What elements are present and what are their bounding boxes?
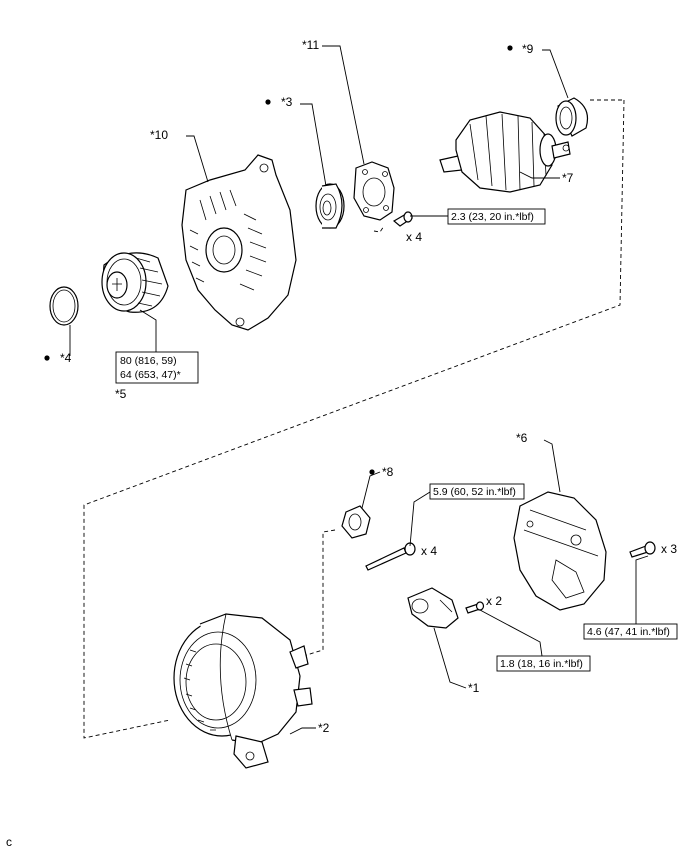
torque-spec-through-bolt: 5.9 (60, 52 in.*lbf)	[429, 483, 525, 500]
svg-text:5.9 (60, 52 in.*lbf): 5.9 (60, 52 in.*lbf)	[433, 486, 516, 498]
regulator-connector-part-1	[407, 587, 459, 629]
stator-frame-part-2	[173, 613, 313, 769]
o-ring-part-4	[49, 286, 79, 326]
svg-text:64 (653, 47)*: 64 (653, 47)*	[120, 369, 181, 381]
label-part-9: *9	[522, 42, 534, 56]
through-bolt	[365, 542, 416, 571]
svg-text:4.6 (47, 41 in.*lbf): 4.6 (47, 41 in.*lbf)	[587, 626, 670, 638]
torque-spec-cover-bolt: 2.3 (23, 20 in.*lbf)	[447, 208, 546, 225]
torque-spec-rear-cover: 4.6 (47, 41 in.*lbf)	[583, 623, 678, 640]
label-part-6: *6	[516, 431, 528, 445]
label-part-2: *2	[318, 721, 330, 735]
rotor-part-7	[439, 111, 571, 193]
label-part-10: *10	[150, 128, 168, 142]
label-part-11: *11	[302, 38, 319, 52]
label-part-7: *7	[562, 171, 574, 185]
corner-code: c	[6, 835, 12, 849]
quantity-labels: x 4 x 4 x 2 x 3	[406, 230, 677, 608]
label-part-3: *3	[281, 95, 293, 109]
svg-text:1.8 (18, 16 in.*lbf): 1.8 (18, 16 in.*lbf)	[500, 658, 583, 670]
label-part-8: *8	[382, 465, 394, 479]
label-part-1: *1	[468, 681, 480, 695]
label-part-4: *4	[60, 351, 72, 365]
bearing-cover-part-11	[353, 161, 395, 221]
qty-rear-cover: x 3	[661, 542, 677, 556]
torque-spec-pulley: 80 (816, 59) 64 (653, 47)*	[115, 351, 199, 384]
cover-bolt	[392, 211, 414, 227]
non-reusable-part-markers	[44, 45, 513, 475]
pulley-part-5	[101, 252, 169, 313]
rear-cover-bolt	[629, 541, 656, 558]
svg-text:80 (816, 59): 80 (816, 59)	[120, 355, 177, 367]
insulator-part-8	[341, 505, 371, 539]
drive-end-frame-part-10	[181, 154, 297, 331]
qty-through-bolt: x 4	[421, 544, 437, 558]
qty-holder-screw: x 2	[486, 594, 502, 608]
rear-end-cover-part-6	[513, 491, 607, 611]
holder-screw	[465, 601, 485, 614]
label-part-5: *5	[115, 387, 127, 401]
part-labels: *1 *2 *3 *4 *5 *6 *7 *8 *9 *10 *11	[60, 38, 574, 735]
torque-spec-holder-screw: 1.8 (18, 16 in.*lbf)	[496, 655, 591, 672]
bearing-part-3	[315, 183, 345, 229]
svg-text:2.3 (23, 20 in.*lbf): 2.3 (23, 20 in.*lbf)	[451, 211, 534, 223]
assembly-dashed-lines	[83, 99, 625, 739]
rear-bearing-part-9	[555, 97, 589, 137]
leader-lines	[69, 45, 649, 735]
qty-cover-bolt: x 4	[406, 230, 422, 244]
